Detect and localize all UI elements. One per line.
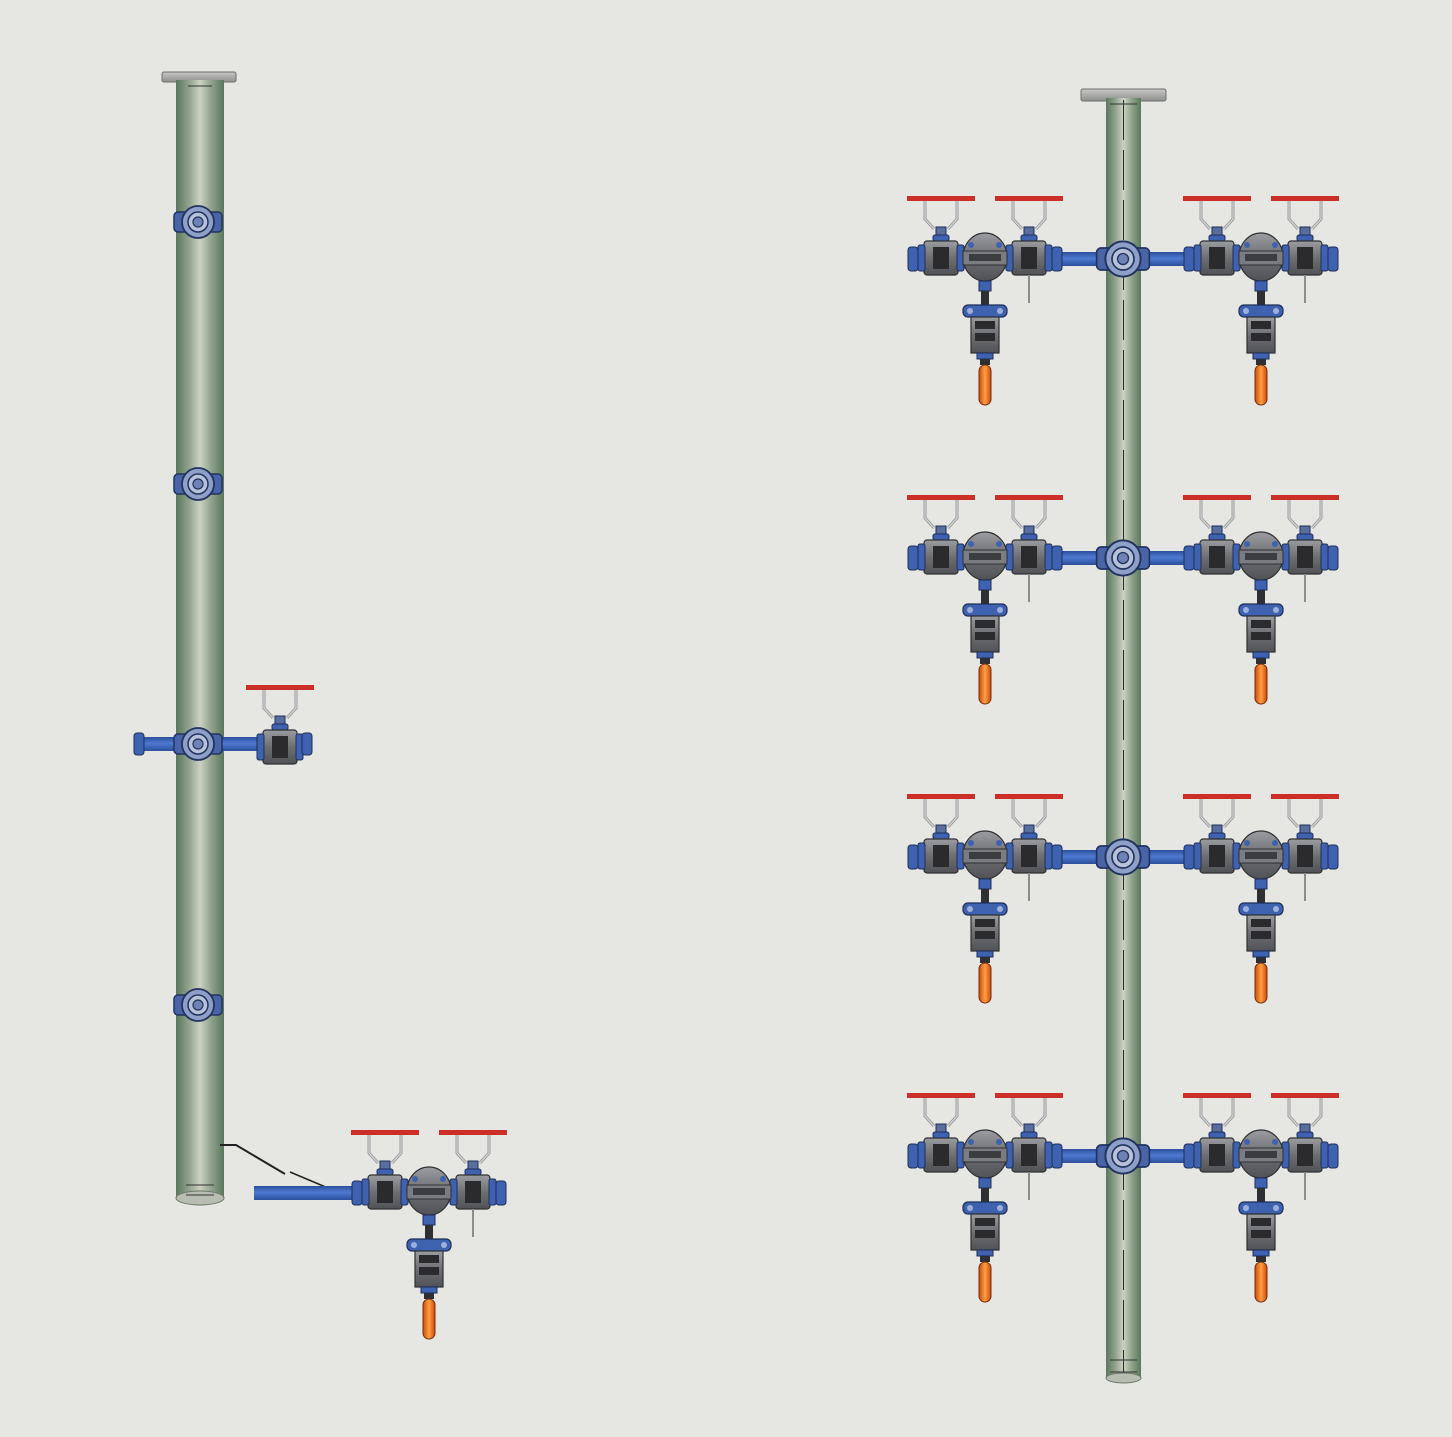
right-level-2-left-trap-assembly[interactable]	[907, 495, 1063, 704]
right-level-3-left-trap-assembly[interactable]	[907, 794, 1063, 1003]
right-level-1-right-trap-assembly[interactable]	[1183, 196, 1339, 405]
right-level-1	[907, 196, 1339, 405]
left-column-body	[176, 80, 224, 1198]
right-level-4-right-trap-assembly[interactable]	[1183, 1093, 1339, 1302]
left-drain-pipe	[254, 1186, 374, 1200]
right-level-1-flange	[1095, 240, 1151, 278]
right-level-3	[907, 794, 1339, 1003]
right-level-2	[907, 495, 1339, 704]
right-column-levels	[907, 196, 1339, 1302]
right-level-3-right-trap-assembly[interactable]	[1183, 794, 1339, 1003]
right-level-4-left-trap-assembly[interactable]	[907, 1093, 1063, 1302]
right-level-2-flange	[1095, 539, 1151, 577]
right-level-4-flange	[1095, 1137, 1151, 1175]
right-level-1-left-trap-assembly[interactable]	[907, 196, 1063, 405]
right-level-3-flange	[1095, 838, 1151, 876]
left-column	[133, 71, 507, 1339]
right-column	[907, 88, 1339, 1384]
right-level-4	[907, 1093, 1339, 1302]
left-drain-trap-assembly[interactable]	[351, 1130, 507, 1339]
right-level-2-right-trap-assembly[interactable]	[1183, 495, 1339, 704]
